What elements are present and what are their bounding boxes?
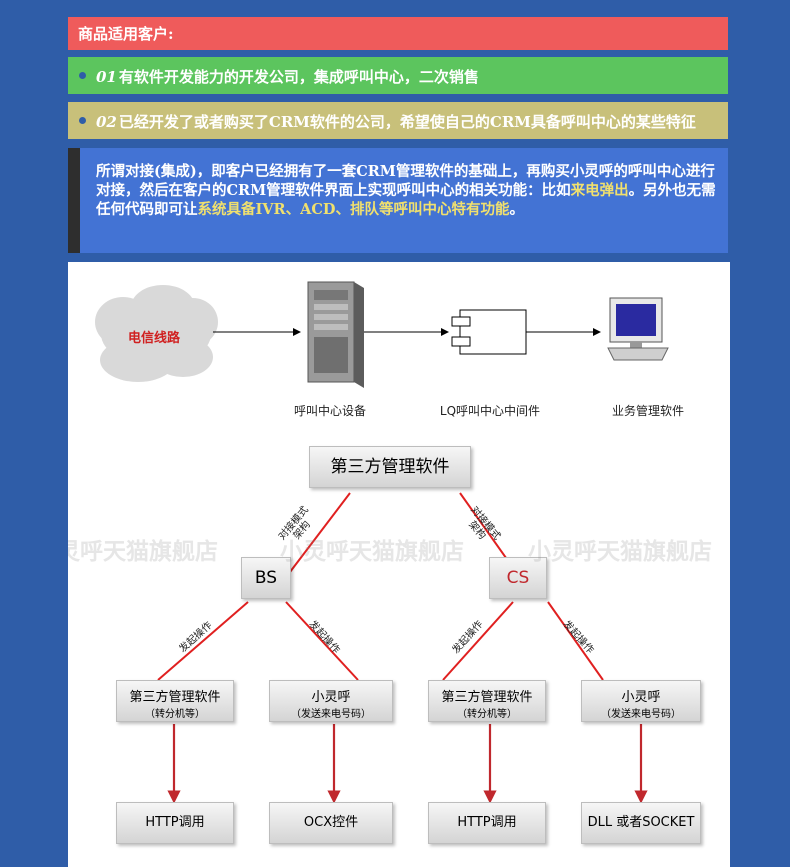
http-call-box-bs: HTTP调用 — [116, 802, 234, 844]
architecture-diagram: 电信线路 呼叫中心设备 LQ呼叫中心中间件 业务管理软件 第三方管理软件 对接模… — [68, 262, 730, 867]
business-label: 业务管理软件 — [611, 404, 684, 418]
integration-description: 所谓对接(集成)，即客户已经拥有了一套CRM管理软件的基础上，再购买小灵呼的呼叫… — [68, 148, 728, 253]
third-party-software-box: 第三方管理软件 — [309, 446, 471, 488]
bs-mode-box: BS — [241, 557, 291, 599]
server-icon — [307, 281, 364, 388]
diagram-lines — [95, 281, 669, 804]
cloud-icon — [95, 285, 218, 382]
desc-text: 所谓对接(集成)，即客户已经拥有了一套CRM管理软件的基础上，再购买小灵呼的呼叫… — [96, 163, 715, 199]
computer-icon — [607, 297, 669, 361]
third-party-box-bs: 第三方管理软件 （转分机等） — [116, 680, 234, 722]
desc-text: 。 — [509, 201, 524, 218]
watermark-text: 小灵呼天猫旗舰店 — [280, 538, 464, 565]
xlh-box-cs: 小灵呼 （发送来电号码） — [581, 680, 701, 722]
watermark-text: 小灵呼天猫旗舰店 — [68, 538, 218, 565]
ocx-control-box: OCX控件 — [269, 802, 393, 844]
architecture-links — [157, 492, 604, 681]
row-number: 01 — [96, 68, 117, 86]
header-title: 商品适用客户: — [78, 25, 174, 43]
http-call-box-cs: HTTP调用 — [428, 802, 546, 844]
bullet-dot-icon — [79, 117, 86, 124]
bullet-dot-icon — [79, 72, 86, 79]
desc-highlight: 系统具备IVR、ACD、排队等呼叫中心特有功能 — [197, 201, 510, 218]
desc-text: 。另外也无需任何代码即可让 — [96, 182, 716, 218]
third-party-box-cs: 第三方管理软件 （转分机等） — [428, 680, 546, 722]
xlh-box-bs: 小灵呼 （发送来电号码） — [269, 680, 393, 722]
device-label: 呼叫中心设备 — [293, 404, 366, 418]
cloud-label: 电信线路 — [127, 331, 180, 346]
dll-socket-box: DLL 或者SOCKET — [581, 802, 701, 844]
middleware-component-icon — [451, 309, 527, 355]
customer-header: 商品适用客户: — [68, 17, 728, 50]
row-number: 02 — [96, 113, 117, 131]
desc-highlight: 来电弹出 — [570, 182, 629, 199]
row-text: 已经开发了或者购买了CRM软件的公司，希望使自己的CRM具备呼叫中心的某些特征 — [118, 113, 696, 131]
call-arrows — [167, 724, 648, 804]
middleware-label: LQ呼叫中心中间件 — [439, 404, 541, 418]
watermark-text: 小灵呼天猫旗舰店 — [528, 538, 712, 565]
cs-mode-box: CS — [489, 557, 547, 599]
row-text: 有软件开发能力的开发公司，集成呼叫中心，二次销售 — [118, 68, 479, 86]
